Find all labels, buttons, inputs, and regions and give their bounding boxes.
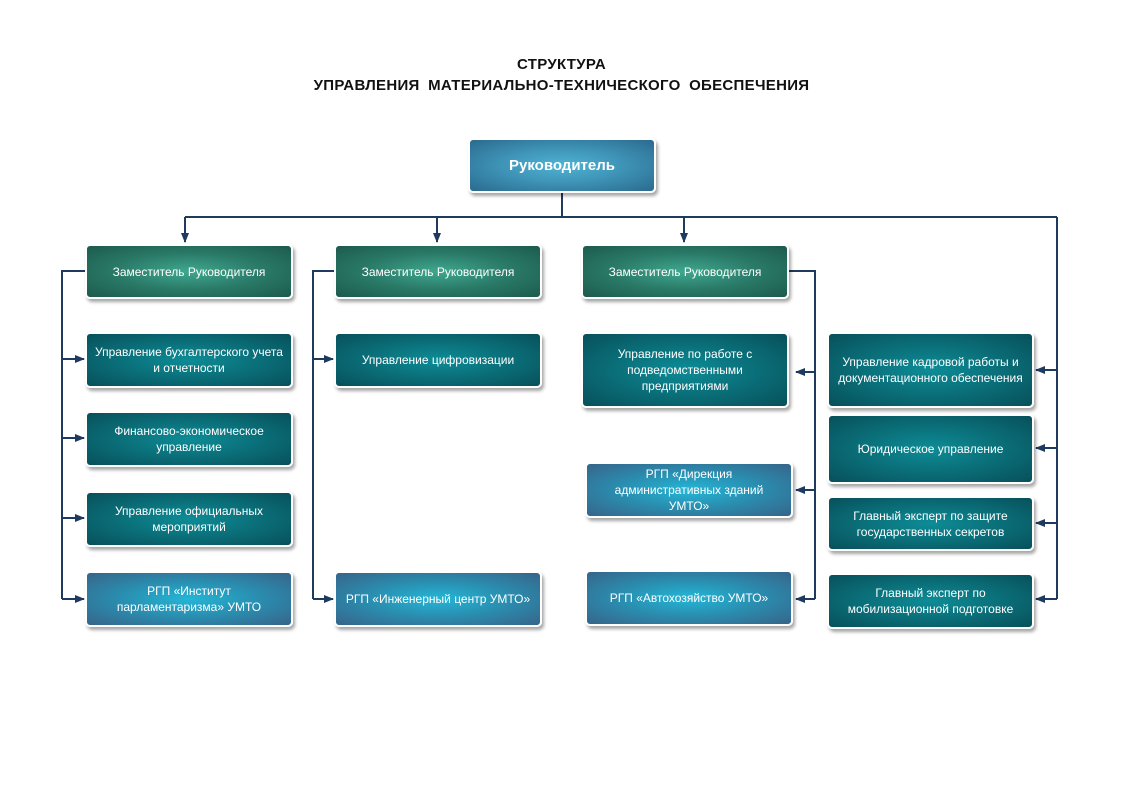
org-unit-box: Управление по работе с подведомственными…: [581, 332, 789, 408]
head-box: Руководитель: [468, 138, 656, 193]
enterprise-label: РГП «Институт парламентаризма» УМТО: [116, 584, 262, 614]
enterprise-label: РГП «Автохозяйство УМТО»: [609, 591, 769, 605]
direct-unit-label: Главный эксперт по защите государственны…: [853, 508, 1008, 539]
org-unit-label: Управление цифровизации: [361, 353, 515, 367]
org-unit-label: Управление бухгалтерского учета и отчетн…: [95, 345, 283, 375]
org-unit-box: Управление цифровизации: [334, 332, 542, 388]
enterprise-label: РГП «Инженерный центр УМТО»: [345, 592, 531, 606]
enterprise-box: РГП «Автохозяйство УМТО»: [585, 570, 793, 626]
direct-unit-label: Главный эксперт по мобилизационной подго…: [847, 586, 1014, 616]
enterprise-box: РГП «Дирекция административных зданий УМ…: [585, 462, 793, 518]
org-unit-box: Управление официальных мероприятий: [85, 491, 293, 547]
enterprise-box: РГП «Институт парламентаризма» УМТО: [85, 571, 293, 627]
direct-unit-box: Главный эксперт по защите государственны…: [827, 496, 1034, 551]
deputy-label: Заместитель Руководителя: [361, 264, 515, 279]
chart-title-line-1: СТРУКТУРА: [516, 56, 606, 73]
connector-col2-spine: [312, 270, 335, 599]
enterprise-label: РГП «Дирекция административных зданий УМ…: [614, 467, 764, 513]
deputy-box-1: Заместитель Руководителя: [85, 244, 293, 299]
enterprise-box: РГП «Инженерный центр УМТО»: [334, 571, 542, 627]
deputy-box-3: Заместитель Руководителя: [581, 244, 789, 299]
head-label: Руководитель: [509, 156, 615, 174]
org-unit-label: Управление по работе с подведомственными…: [617, 347, 753, 393]
deputy-label: Заместитель Руководителя: [608, 264, 762, 279]
direct-unit-box: Юридическое управление: [827, 414, 1034, 484]
org-unit-label: Финансово-экономическое управление: [114, 424, 264, 454]
org-unit-label: Управление официальных мероприятий: [114, 504, 264, 534]
org-unit-box: Управление бухгалтерского учета и отчетн…: [85, 332, 293, 388]
deputy-label: Заместитель Руководителя: [112, 264, 266, 279]
org-unit-box: Финансово-экономическое управление: [85, 411, 293, 467]
deputy-box-2: Заместитель Руководителя: [334, 244, 542, 299]
direct-unit-box: Управление кадровой работы и документаци…: [827, 332, 1034, 408]
connector-col1-spine: [61, 270, 86, 599]
direct-unit-label: Юридическое управление: [857, 442, 1004, 456]
chart-title-line-2: УПРАВЛЕНИЯ МАТЕРИАЛЬНО-ТЕХНИЧЕСКОГО ОБЕС…: [313, 77, 810, 94]
connector-col3-spine: [788, 270, 816, 599]
direct-unit-label: Управление кадровой работы и документаци…: [838, 355, 1023, 385]
direct-unit-box: Главный эксперт по мобилизационной подго…: [827, 573, 1034, 629]
